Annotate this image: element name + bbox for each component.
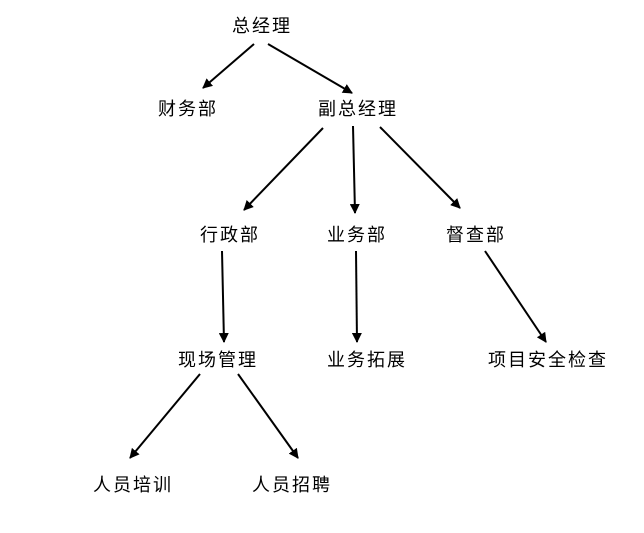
arrow-site-management-to-staff-recruitment: [237, 373, 299, 459]
node-admin-dept: 行政部: [200, 225, 260, 246]
node-finance-dept: 财务部: [158, 99, 218, 120]
node-supervision-dept: 督查部: [446, 225, 506, 246]
node-staff-training: 人员培训: [93, 475, 173, 496]
node-business-dept: 业务部: [327, 225, 387, 246]
arrow-supervision-dept-to-project-safety-inspection: [484, 250, 547, 343]
arrow-deputy-general-manager-to-supervision-dept: [379, 126, 461, 209]
node-general-manager: 总经理: [232, 16, 292, 37]
node-project-safety-inspection: 项目安全检查: [488, 350, 608, 371]
node-business-expansion: 业务拓展: [327, 350, 407, 371]
arrow-deputy-general-manager-to-admin-dept: [243, 127, 324, 211]
node-site-management: 现场管理: [178, 350, 258, 371]
arrow-deputy-general-manager-to-business-dept: [349, 125, 360, 214]
node-staff-recruitment: 人员招聘: [252, 475, 332, 496]
arrow-site-management-to-staff-training: [129, 373, 201, 459]
arrow-admin-dept-to-site-management: [218, 250, 229, 343]
arrow-general-manager-to-deputy-general-manager: [267, 43, 353, 94]
arrow-business-dept-to-business-expansion: [351, 250, 362, 343]
arrow-general-manager-to-finance-dept: [202, 43, 255, 89]
node-deputy-general-manager: 副总经理: [318, 99, 398, 120]
